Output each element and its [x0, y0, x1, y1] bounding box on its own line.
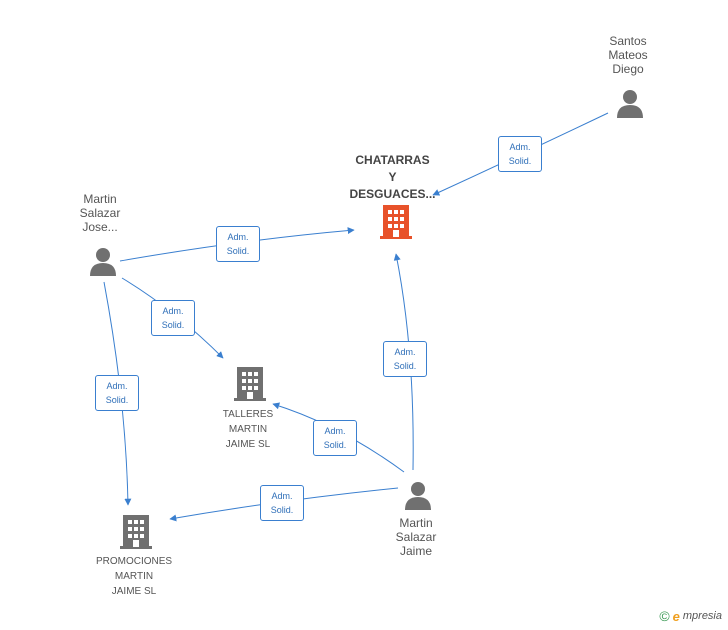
copyright-symbol: © — [659, 608, 670, 624]
edge-label-line2: Solid. — [105, 395, 129, 405]
edge-label-jose-talleres: Adm. Solid. — [151, 300, 195, 336]
santos-label[interactable]: Santos Mateos Diego — [608, 34, 648, 76]
edge-label-jaime-chatarras: Adm. Solid. — [383, 341, 427, 377]
edge-label-jose-chatarras: Adm. Solid. — [216, 226, 260, 262]
edge-label-line2: Solid. — [393, 361, 417, 371]
edge-label-santos-chatarras: Adm. Solid. — [498, 136, 542, 172]
edge-label-jaime-talleres: Adm. Solid. — [313, 420, 357, 456]
edge-label-line2: Solid. — [270, 505, 294, 515]
talleres-building-icon[interactable] — [234, 366, 266, 402]
martin-jaime-label[interactable]: Martin Salazar Jaime — [395, 516, 437, 558]
brand-name: mpresia — [682, 610, 722, 622]
edge-label-line1: Adm. — [324, 426, 346, 436]
edge-label-line1: Adm. — [271, 491, 293, 501]
chatarras-label[interactable]: CHATARRAS Y DESGUACES... — [349, 153, 436, 201]
edge-label-line2: Solid. — [161, 320, 185, 330]
martin-jaime-person-icon[interactable] — [403, 480, 433, 510]
edge-label-jaime-promociones: Adm. Solid. — [260, 485, 304, 521]
martin-jose-label[interactable]: Martin Salazar Jose... — [79, 192, 121, 234]
talleres-label[interactable]: TALLERES MARTIN JAIME SL — [222, 409, 274, 450]
promociones-building-icon[interactable] — [120, 514, 152, 550]
edge-label-line2: Solid. — [226, 246, 250, 256]
edge-label-line1: Adm. — [227, 232, 249, 242]
edge-label-line1: Adm. — [509, 142, 531, 152]
brand-initial: e — [672, 608, 680, 624]
santos-person-icon[interactable] — [615, 88, 645, 118]
edge-label-line2: Solid. — [323, 440, 347, 450]
edge-label-jose-promociones: Adm. Solid. — [95, 375, 139, 411]
edge-label-line2: Solid. — [508, 156, 532, 166]
martin-jose-person-icon[interactable] — [88, 246, 118, 276]
edge-label-line1: Adm. — [394, 347, 416, 357]
edge-label-line1: Adm. — [162, 306, 184, 316]
promociones-label[interactable]: PROMOCIONES MARTIN JAIME SL — [95, 556, 173, 597]
edge-label-line1: Adm. — [106, 381, 128, 391]
chatarras-building-icon[interactable] — [380, 204, 412, 240]
